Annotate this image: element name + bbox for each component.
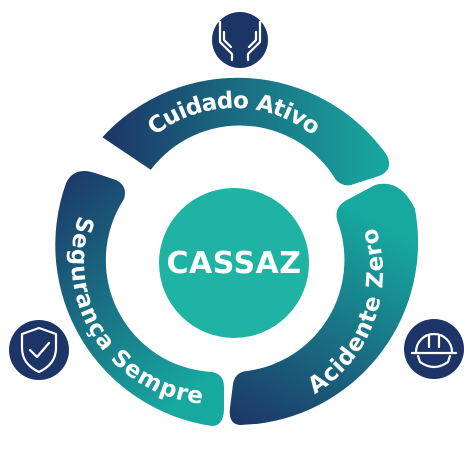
segment-acidente-zero (229, 183, 419, 425)
hands-care-icon (208, 8, 272, 72)
shield-check-icon (5, 316, 73, 384)
segment-seguranca-sempre (55, 170, 224, 426)
segment-cuidado-ativo (102, 77, 390, 186)
safety-helmet-icon (400, 315, 468, 383)
center-label: CASSAZ (166, 245, 302, 281)
center-circle: CASSAZ (159, 188, 309, 338)
